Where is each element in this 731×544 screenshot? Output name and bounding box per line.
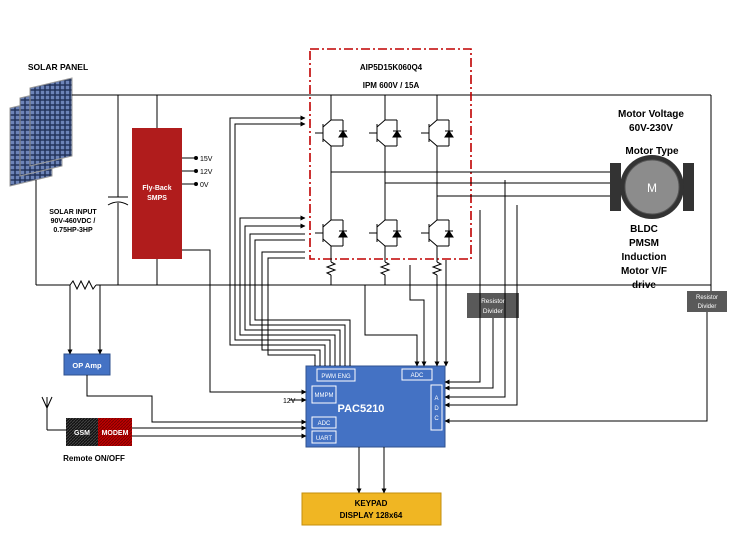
svg-text:OP Amp: OP Amp — [72, 361, 102, 370]
svg-text:C: C — [434, 416, 439, 422]
svg-text:D: D — [434, 406, 439, 412]
svg-text:SMPS: SMPS — [147, 195, 167, 202]
remote-on-off-label: Remote ON/OFF — [63, 454, 125, 463]
svg-text:0.75HP-3HP: 0.75HP-3HP — [53, 227, 93, 234]
controller-supply-label: 12V — [283, 398, 296, 405]
igbt-low-v — [369, 219, 402, 247]
gsm-label: GSM — [74, 430, 90, 437]
resistor-divider-phase: Resistor Divider — [467, 293, 519, 318]
flyback-smps-block: Fly-Back SMPS — [132, 128, 182, 259]
inverter-bridge — [315, 95, 612, 285]
solar-input-label: SOLAR INPUT 90V-460VDC / 0.75HP-3HP — [49, 209, 97, 234]
resistor-divider-bus: Resistor Divider — [687, 291, 727, 312]
svg-text:DISPLAY 128x64: DISPLAY 128x64 — [340, 511, 403, 520]
op-amp-block: OP Amp — [63, 353, 111, 376]
svg-text:KEYPAD: KEYPAD — [355, 499, 388, 508]
antenna-icon — [41, 396, 66, 431]
adc-right-block-a: A — [434, 396, 438, 402]
ipm-rating: IPM 600V / 15A — [363, 81, 420, 90]
motor-symbol: M — [647, 181, 657, 195]
gsm-modem-block: GSM MODEM Remote ON/OFF — [63, 418, 132, 463]
svg-text:SOLAR INPUT: SOLAR INPUT — [49, 209, 97, 216]
smps-0v: 0V — [200, 182, 209, 189]
igbt-low-u — [315, 219, 348, 247]
power-bus — [35, 94, 711, 291]
uart-block: UART — [316, 436, 333, 442]
igbt-high-w — [421, 119, 454, 147]
solar-panel: SOLAR PANEL — [9, 62, 88, 187]
igbt-high-v — [369, 119, 402, 147]
svg-text:Divider: Divider — [483, 308, 504, 315]
ipm-module: AIP5D15K060Q4 IPM 600V / 15A — [309, 48, 472, 260]
svg-text:Resistor: Resistor — [481, 298, 506, 305]
pwm-engine-block: PWM ENG — [321, 374, 351, 380]
adc-left-block: ADC — [318, 421, 331, 427]
motor-type-drive: drive — [632, 280, 656, 291]
svg-text:Fly-Back: Fly-Back — [142, 185, 171, 192]
motor-type-pmsm: PMSM — [629, 238, 659, 249]
pac5210-controller: PAC5210 PWM ENG ADC MMPM ADC UART A D C — [305, 365, 446, 448]
smps-15v: 15V — [200, 156, 213, 163]
smps-outputs: 15V 12V 0V — [182, 156, 213, 189]
svg-text:90V-460VDC /: 90V-460VDC / — [51, 218, 96, 225]
svg-text:Resistor: Resistor — [696, 295, 718, 301]
ipm-part: AIP5D15K060Q4 — [360, 63, 423, 72]
svg-text:60V-230V: 60V-230V — [629, 123, 673, 134]
igbt-high-u — [315, 119, 348, 147]
solar-panel-icon — [9, 77, 73, 187]
keypad-display-block: KEYPAD DISPLAY 128x64 — [301, 492, 442, 526]
motor-type-bldc: BLDC — [630, 224, 658, 235]
motor-type-heading: Motor Type — [625, 146, 679, 157]
motor-type-vf: Motor V/F — [621, 266, 667, 277]
motor: Motor Voltage 60V-230V Motor Type M BLDC… — [610, 109, 694, 291]
mmpm-block: MMPM — [315, 393, 334, 399]
controller-name: PAC5210 — [338, 403, 385, 415]
motor-voltage-label: Motor Voltage — [618, 109, 684, 120]
adc-top-block: ADC — [411, 373, 424, 379]
solar-panel-label: SOLAR PANEL — [28, 62, 88, 72]
signal-wiring — [67, 95, 712, 494]
modem-label: MODEM — [102, 430, 129, 437]
motor-type-induction: Induction — [622, 252, 667, 263]
svg-text:Divider: Divider — [698, 304, 717, 310]
igbt-low-w — [421, 219, 454, 247]
smps-12v: 12V — [200, 169, 213, 176]
